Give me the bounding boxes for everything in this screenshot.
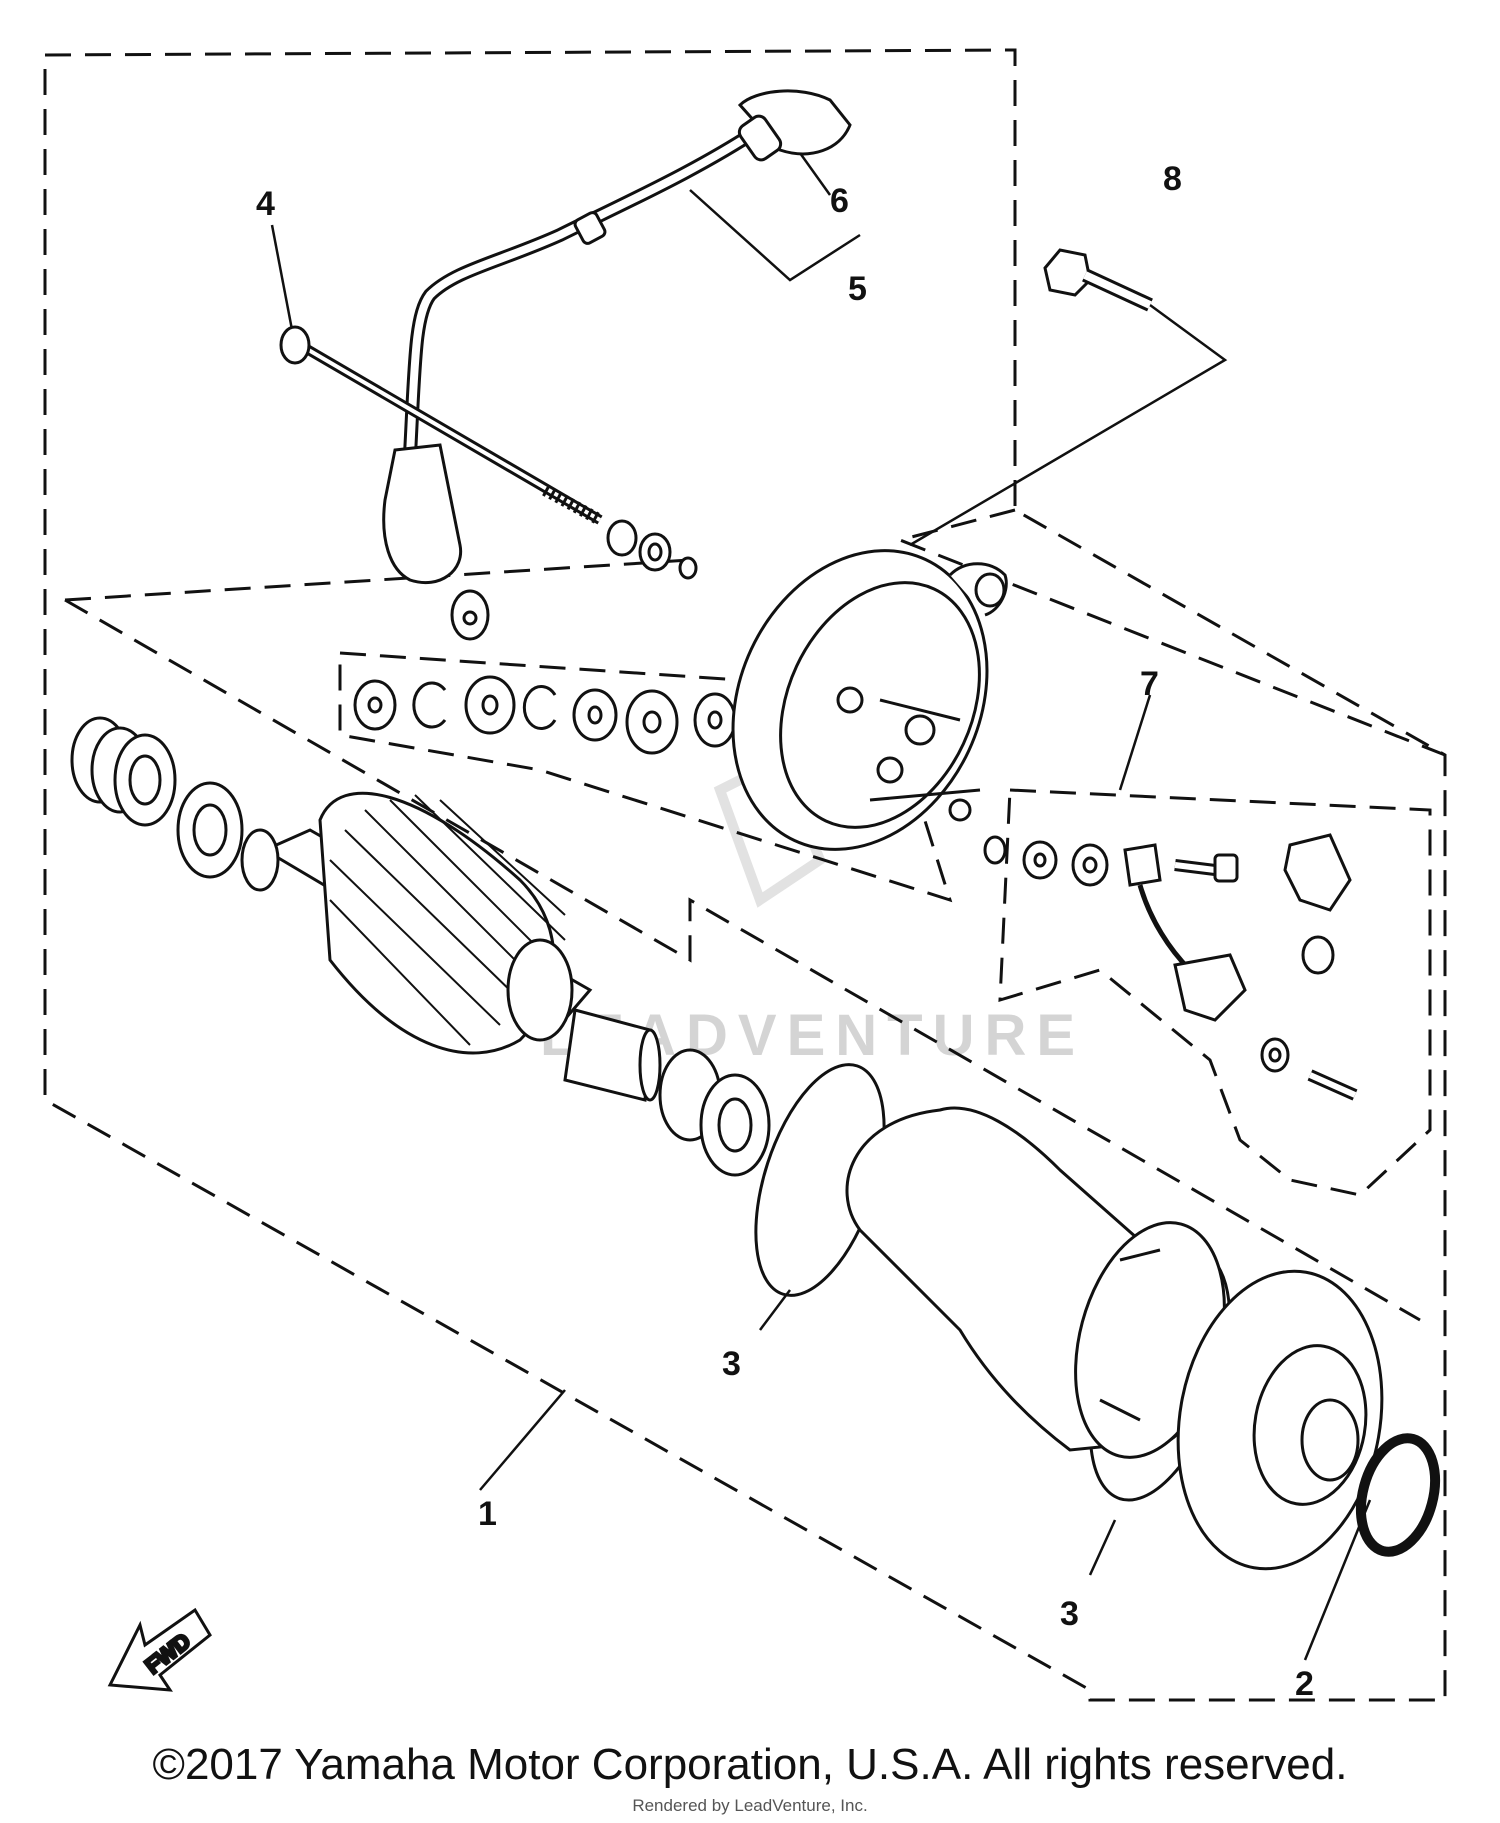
terminal-boot-lower (382, 443, 463, 585)
main-assembly-boundary (43, 48, 1447, 1702)
thrust-washers-right (658, 1048, 771, 1177)
o-ring-2 (1356, 1433, 1440, 1557)
rear-end-cover (731, 549, 1008, 851)
sleeve-gap-5 (573, 211, 607, 245)
callout-3a: 3 (722, 1345, 741, 1383)
front-end-cover (1176, 1269, 1384, 1571)
leader-line-1 (479, 1389, 566, 1491)
brush-holder (1283, 833, 1352, 912)
leader-line-8 (909, 303, 1228, 547)
leader-line-3a (759, 1289, 791, 1331)
bolt-head-4 (279, 325, 311, 365)
callout-5: 5 (848, 270, 867, 308)
mounting-bolt-8 (1043, 248, 1153, 312)
callout-1: 1 (478, 1495, 497, 1533)
armature (240, 791, 662, 1102)
leader-line-7 (1118, 694, 1152, 791)
lower-bracket-line (64, 598, 1421, 1322)
rendered-by-notice: Rendered by LeadVenture, Inc. (632, 1796, 868, 1815)
callout-6: 6 (830, 182, 849, 220)
callout-2: 2 (1295, 1665, 1314, 1703)
brush-plate (1173, 953, 1247, 1022)
leader-line-4 (270, 224, 295, 336)
terminal-boot-upper (737, 89, 852, 156)
fwd-arrow-icon: FWD (107, 1607, 212, 1692)
callout-3b: 3 (1060, 1595, 1079, 1633)
long-through-bolt (279, 325, 603, 526)
copyright-notice: ©2017 Yamaha Motor Corporation, U.S.A. A… (152, 1740, 1348, 1789)
starter-lead-cable (382, 89, 852, 641)
cable-boot-6 (737, 114, 783, 162)
callout-labels: 1 2 3 3 4 5 6 7 8 (256, 160, 1314, 1703)
leader-lines (270, 124, 1372, 1661)
thrust-washers-left (70, 716, 244, 879)
callout-7: 7 (1140, 665, 1159, 703)
cable-nut-washers (606, 519, 698, 580)
leader-line-5 (689, 189, 861, 282)
leader-line-3b (1088, 1519, 1117, 1576)
outer-assembly-line (64, 508, 1446, 757)
brush-set-7 (983, 833, 1358, 1101)
callout-8: 8 (1163, 160, 1182, 198)
callout-4: 4 (256, 185, 275, 223)
brush-group-box (998, 788, 1432, 1197)
